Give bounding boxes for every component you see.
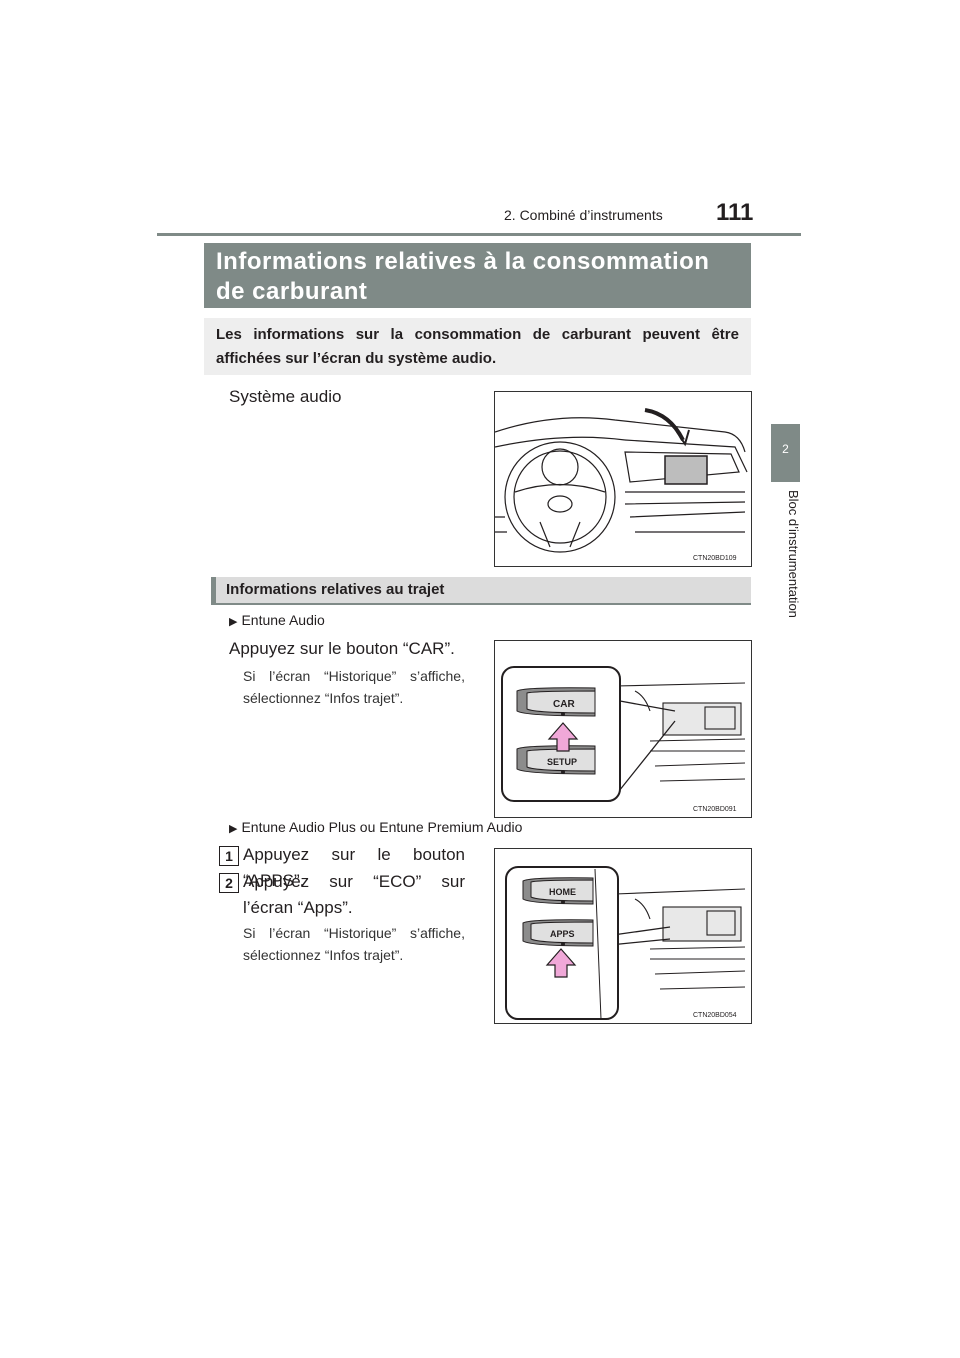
step-number-2: 2	[219, 873, 239, 893]
figure-apps-button: HOME APPS CTN20BD054	[494, 848, 752, 1024]
page-number: 111	[716, 199, 754, 226]
step-car: Appuyez sur le bouton “CAR”.	[229, 639, 455, 658]
bullet-label: Entune Audio	[241, 612, 325, 628]
step-2-text: Appuyez sur “ECO” sur l’écran “Apps”.	[243, 872, 465, 917]
note-historique-2: Si l’écran “Historique” s’affiche, sélec…	[243, 925, 465, 963]
chapter-tab-number: 2	[782, 442, 789, 456]
apps-button-label: APPS	[550, 929, 575, 939]
car-button-illustration: CAR SETUP CTN20BD091	[501, 666, 746, 813]
triangle-bullet-icon: ▶	[229, 616, 238, 628]
figure-code-3: CTN20BD054	[693, 1012, 737, 1019]
step-number-1: 1	[219, 846, 239, 866]
header-section-title: 2. Combiné d’instruments	[504, 207, 663, 223]
pointer-arrow-icon	[547, 722, 579, 752]
header-divider	[157, 233, 801, 236]
home-button-label: HOME	[549, 887, 576, 897]
chapter-tab-label: Bloc d’instrumentation	[786, 490, 801, 618]
car-button-label: CAR	[553, 699, 575, 710]
setup-button-label: SETUP	[547, 757, 577, 767]
figure-dashboard: CTN20BD109	[494, 391, 752, 567]
triangle-bullet-icon: ▶	[229, 823, 238, 835]
intro-text: Les informations sur la consommation de …	[204, 318, 751, 375]
note-historique-1: Si l’écran “Historique” s’affiche, sélec…	[243, 668, 465, 706]
audio-system-label: Système audio	[229, 387, 342, 406]
pointer-arrow-icon	[545, 948, 577, 978]
figure-code-2: CTN20BD091	[693, 806, 737, 813]
chapter-tab: 2	[771, 424, 800, 482]
figure-car-button: CAR SETUP CTN20BD091	[494, 640, 752, 818]
apps-button-illustration: HOME APPS CTN20BD054	[505, 866, 746, 1020]
bullet-entune-audio: ▶Entune Audio	[229, 612, 325, 628]
bullet-label: Entune Audio Plus ou Entune Premium Audi…	[241, 819, 523, 835]
section-title: Informations relatives à la consommation…	[204, 243, 751, 308]
step-1-text: Appuyez sur le bouton “APPS”.	[243, 845, 465, 890]
bullet-entune-premium: ▶Entune Audio Plus ou Entune Premium Aud…	[229, 819, 522, 835]
dashboard-illustration: CTN20BD109	[495, 408, 748, 562]
trip-subheading: Informations relatives au trajet	[211, 577, 751, 605]
figure-code-1: CTN20BD109	[693, 555, 737, 562]
